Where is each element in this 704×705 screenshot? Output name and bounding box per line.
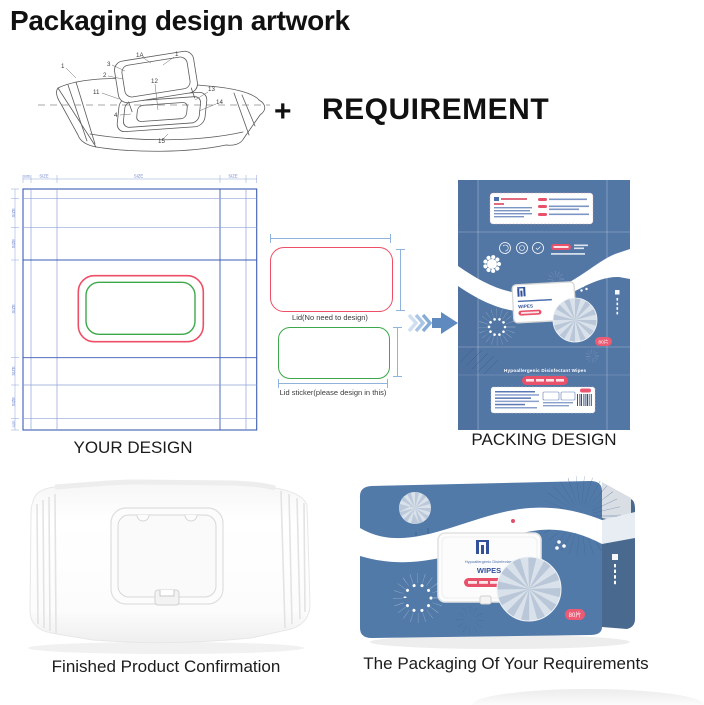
lid-shape-red — [270, 247, 393, 312]
dots-deco — [555, 540, 566, 550]
lid-notch-right — [184, 514, 198, 522]
label-1a: 1A — [136, 52, 144, 59]
dieline-fold-lines — [23, 189, 257, 430]
left-size-labels: SIZE SIZE SIZE SIZE SIZE SIZE — [11, 208, 16, 428]
label-1: 1 — [175, 51, 179, 58]
flat-wipes-label: WIPES — [518, 303, 533, 309]
swoosh-wave — [458, 249, 630, 312]
svg-text:SIZE: SIZE — [11, 304, 16, 314]
svg-text:SIZE: SIZE — [11, 239, 16, 249]
svg-text:SIZE: SIZE — [11, 397, 16, 407]
lid-height-dimension — [396, 249, 405, 311]
brand-logo-icon — [476, 540, 489, 554]
ray-burst-small — [456, 606, 484, 634]
starburst-icon-small — [585, 349, 599, 363]
top-edge-highlight — [54, 479, 276, 491]
lid-note: Lid(No need to design) — [292, 313, 368, 322]
wipes-pack-outline — [56, 78, 266, 152]
page-title: Packaging design artwork — [10, 5, 350, 36]
finished-caption: Finished Product Confirmation — [51, 657, 281, 676]
top-dimension-row — [22, 175, 257, 183]
svg-text:SIZE: SIZE — [23, 175, 30, 179]
count-badge: 80片 — [565, 609, 585, 620]
lid-notch-left — [136, 514, 150, 522]
sticker-width-dimension — [278, 379, 388, 388]
patent-number-labels: 1A 1 3 2 1 11 12 13 14 4 15 — [61, 51, 223, 145]
flat-tagline: Hypoallergenic Disinfectant Wipes — [504, 368, 586, 373]
next-image-peek — [472, 689, 704, 705]
required-caption: The Packaging Of Your Requirements — [363, 654, 649, 673]
sticker-outline-green — [85, 281, 196, 336]
pinwheel-fan-icon-large — [496, 556, 562, 622]
packing-design-caption: PACKING DESIGN — [471, 430, 617, 449]
mockup-wipes-label: WIPES — [477, 566, 501, 575]
label-2: 2 — [103, 72, 107, 79]
svg-text:SIZE: SIZE — [12, 420, 16, 427]
starburst-icon — [548, 271, 564, 287]
leader-lines — [65, 56, 217, 141]
plus-sign: + — [274, 95, 292, 128]
required-package-mockup: Hypoallergenic Disinfectant WIPES 80片 — [359, 476, 635, 649]
flat-fold-lines — [458, 180, 630, 430]
count-badge: 80片 — [595, 337, 612, 346]
flip-lid — [110, 507, 224, 606]
svg-text:80片: 80片 — [598, 339, 608, 346]
requirement-label: REQUIREMENT — [322, 93, 550, 126]
svg-text:SIZE: SIZE — [11, 208, 16, 218]
top-size-labels: SIZE SIZE SIZE SIZE — [23, 174, 237, 179]
side-top-fold — [602, 482, 631, 524]
lid-cutline-red — [77, 274, 205, 343]
dots-deco — [580, 284, 588, 292]
arrow-right-icon — [407, 312, 458, 334]
swoosh-side — [602, 512, 635, 544]
flat-top-info-box — [489, 192, 594, 225]
mockup-brand-line: Hypoallergenic Disinfectant — [465, 559, 514, 564]
firework-icon — [478, 308, 516, 346]
mockup-shadow — [370, 635, 630, 649]
sticker-shape-green — [278, 327, 390, 379]
left-dimension-column — [11, 188, 19, 431]
label-1b: 1 — [61, 63, 65, 70]
packing-design-flat: WIPES 80片 Hypoallergenic Disinfectant Wi… — [458, 180, 630, 430]
sticker-height-dimension — [393, 327, 402, 377]
sticker-note: Lid sticker(please design in this) — [279, 388, 387, 397]
label-15: 15 — [158, 138, 165, 145]
barcode — [577, 394, 592, 406]
your-design-caption: YOUR DESIGN — [73, 438, 193, 457]
certification-icons — [499, 242, 544, 254]
lid-width-dimension — [270, 234, 391, 243]
side-panel-branding — [612, 554, 618, 585]
label-14: 14 — [216, 99, 223, 106]
label-4: 4 — [114, 112, 118, 119]
label-3: 3 — [107, 61, 111, 68]
pinwheel-fan-icon — [552, 297, 598, 343]
svg-text:SIZE: SIZE — [39, 174, 49, 179]
finished-product-mockup — [28, 479, 311, 654]
patent-lid-drawing: 1A 1 3 2 1 11 12 13 14 4 15 — [38, 50, 270, 152]
right-crimp-lines — [280, 490, 306, 629]
flat-bottom-info-box — [490, 386, 596, 414]
dieline-outer-border — [22, 188, 258, 431]
label-12: 12 — [151, 78, 158, 85]
mockup-shadow — [28, 642, 304, 654]
brand-logo-icon — [517, 286, 526, 297]
left-crimp-lines — [36, 493, 57, 634]
label-11: 11 — [93, 89, 100, 96]
dieline-template: SIZE SIZE SIZE SIZE SIZE SIZE SIZE SIZE … — [11, 174, 258, 431]
svg-text:SIZE: SIZE — [228, 174, 238, 179]
flat-claim-row — [551, 244, 588, 255]
snowflake-flower-icon — [483, 255, 501, 273]
lid-latch — [154, 589, 180, 606]
svg-text:SIZE: SIZE — [134, 174, 144, 179]
open-lid — [114, 50, 198, 113]
side-panel-branding — [615, 290, 620, 315]
flat-red-badge — [522, 376, 568, 385]
label-13: 13 — [208, 86, 215, 93]
daisy-icon — [502, 510, 524, 532]
svg-text:80片: 80片 — [569, 611, 582, 619]
pinwheel-icon-top — [399, 492, 431, 524]
svg-text:SIZE: SIZE — [11, 366, 16, 376]
